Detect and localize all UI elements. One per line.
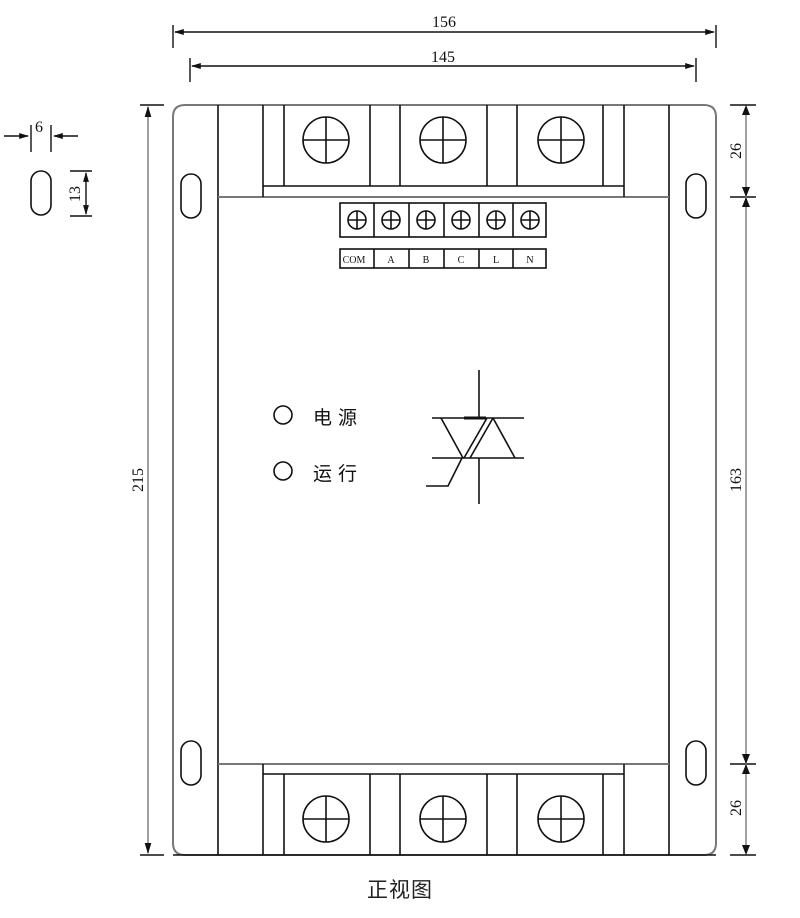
screw-icon <box>520 210 540 230</box>
terminal-label-b: B <box>423 255 430 266</box>
dim-text-26-top: 26 <box>728 143 745 159</box>
power-terminals-bottom <box>302 795 585 843</box>
indicator-label-run: 运行 <box>313 463 364 485</box>
dimension-hole-pitch: 145 <box>189 49 697 82</box>
mounting-slot-bottom-right <box>685 740 707 786</box>
dimension-overall-height: 215 <box>130 104 164 856</box>
screw-icon <box>537 795 585 843</box>
screw-icon <box>419 795 467 843</box>
power-terminals-top <box>302 116 585 164</box>
terminal-label-c: C <box>458 255 465 266</box>
mounting-slot-bottom-left <box>180 740 202 786</box>
screw-icon <box>302 116 350 164</box>
triac-symbol-icon <box>426 370 524 504</box>
screw-icon <box>537 116 585 164</box>
dim-text-26-bottom: 26 <box>728 800 745 816</box>
slot-detail: 6 13 <box>4 119 92 217</box>
dim-text-156: 156 <box>432 14 456 31</box>
mounting-slots <box>180 173 707 786</box>
mounting-slot-top-right <box>685 173 707 219</box>
terminal-label-n: N <box>526 255 533 266</box>
screw-icon <box>302 795 350 843</box>
screw-icon <box>451 210 471 230</box>
terminal-label-a: A <box>387 255 395 266</box>
drawing-caption: 正视图 <box>367 878 433 902</box>
dim-text-145: 145 <box>431 49 455 66</box>
led-power-icon <box>273 405 293 425</box>
terminal-label-com: COM <box>343 255 366 266</box>
screw-icon <box>419 116 467 164</box>
screw-icon <box>416 210 436 230</box>
led-run-icon <box>273 461 293 481</box>
dim-text-163: 163 <box>728 468 745 492</box>
dim-text-13: 13 <box>67 186 84 202</box>
dimension-overall-width: 156 <box>172 14 717 48</box>
control-terminal-block: COM A B C L N <box>339 202 547 269</box>
indicator-leds <box>273 405 293 481</box>
mounting-slot-top-left <box>180 173 202 219</box>
dimension-right-chain: 26 163 26 <box>728 104 756 856</box>
dim-text-6: 6 <box>35 119 43 136</box>
terminal-label-l: L <box>493 255 499 266</box>
screw-icon <box>347 210 367 230</box>
indicator-label-power: 电源 <box>313 407 364 429</box>
dim-text-215: 215 <box>130 468 147 492</box>
screw-icon <box>381 210 401 230</box>
screw-icon <box>486 210 506 230</box>
housing <box>172 104 717 856</box>
